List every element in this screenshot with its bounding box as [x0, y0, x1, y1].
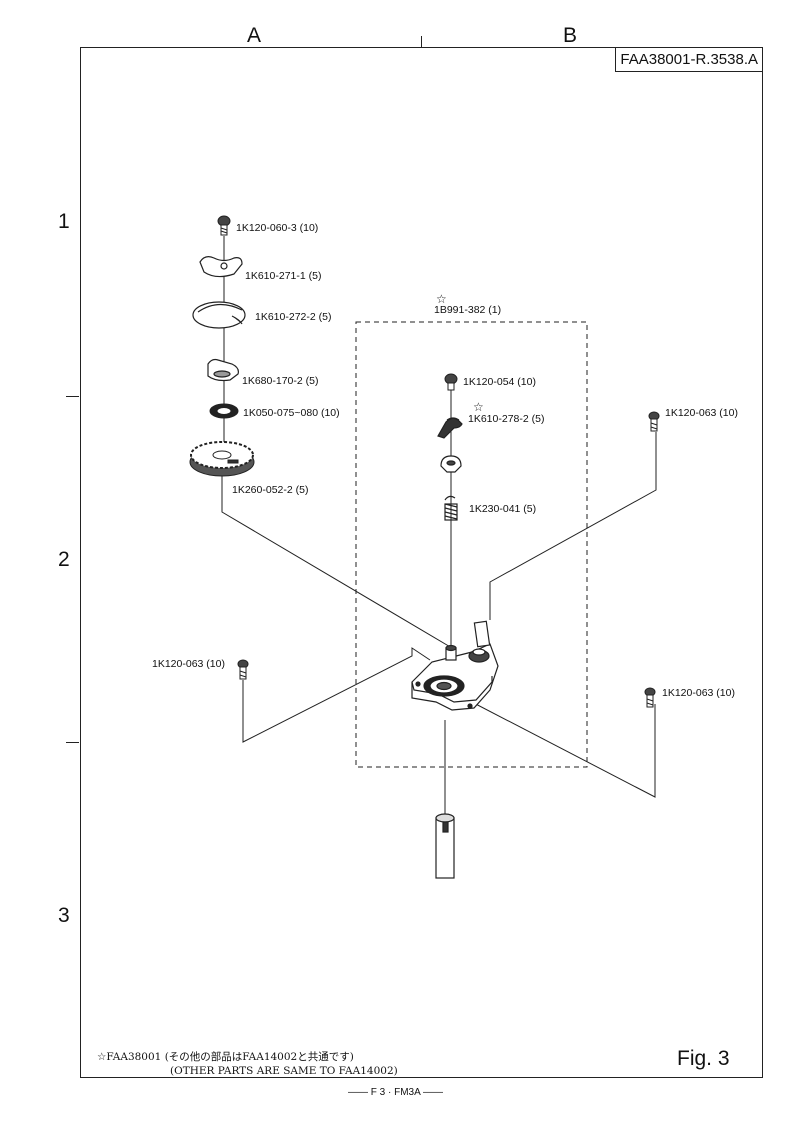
group-fork-icon — [440, 455, 462, 473]
part-label-group-screw: 1K120-054 (10) — [463, 376, 536, 388]
part-label-screw-right-bottom: 1K120-063 (10) — [662, 687, 735, 699]
group-spring-icon — [444, 495, 458, 521]
row-label-1: 1 — [58, 210, 70, 233]
note-line-2: (OTHER PARTS ARE SAME TO FAA14002) — [170, 1065, 398, 1077]
row-divider-tick — [66, 742, 79, 743]
column-label-a: A — [247, 24, 262, 47]
screw-right-bottom-icon — [644, 687, 656, 708]
shaft-icon — [435, 813, 455, 879]
column-label-b: B — [563, 24, 578, 47]
note-line-1: ☆FAA38001 (その他の部品はFAA14002と共通です) — [97, 1051, 354, 1063]
screw-right-top-icon — [648, 411, 660, 432]
gear-icon — [189, 441, 255, 477]
group-label: 1B991-382 (1) — [434, 304, 502, 316]
row-label-2: 2 — [58, 548, 70, 571]
row-divider-tick — [66, 396, 79, 397]
leader-left-screw — [242, 647, 431, 743]
lever-star-icon: ☆ — [473, 400, 484, 414]
figure-label: Fig. 3 — [677, 1047, 730, 1070]
spring-plate-icon — [199, 256, 243, 278]
part-label-group-spring: 1K230-041 (5) — [469, 503, 537, 515]
main-plate-assembly-icon — [411, 620, 499, 711]
screw-left-icon — [237, 659, 249, 680]
washer-icon — [209, 403, 239, 419]
group-lever-icon — [437, 417, 463, 439]
page-footer: —— F 3 · FM3A —— — [347, 1087, 443, 1098]
leader-gear-to-plate — [221, 474, 453, 649]
leader-right-bottom-screw — [467, 699, 656, 798]
cam-holder-icon — [207, 358, 239, 382]
cam-plate-icon — [192, 301, 246, 329]
group-dashed-box — [355, 321, 588, 768]
part-label-group-lever: 1K610-278-2 (5) — [468, 413, 545, 425]
screw-top-icon — [217, 215, 231, 236]
row-label-3: 3 — [58, 904, 70, 927]
part-label-cam-holder: 1K680-170-2 (5) — [242, 375, 319, 387]
part-label-screw-left: 1K120-063 (10) — [152, 658, 225, 670]
column-divider-tick — [421, 36, 422, 48]
group-screw-icon — [444, 373, 458, 391]
diagram-frame: FAA38001-R.3538.A — [80, 47, 763, 1078]
leader-right-top-screw — [489, 432, 657, 620]
part-label-screw-top: 1K120-060-3 (10) — [236, 222, 319, 234]
part-label-screw-right-top: 1K120-063 (10) — [665, 407, 738, 419]
part-label-cam-plate: 1K610-272-2 (5) — [255, 311, 332, 323]
document-id: FAA38001-R.3538.A — [615, 48, 762, 72]
part-label-gear: 1K260-052-2 (5) — [232, 484, 309, 496]
part-label-spring-plate: 1K610-271-1 (5) — [245, 270, 322, 282]
part-label-washer: 1K050-075~080 (10) — [243, 407, 340, 419]
group-star-icon: ☆ — [436, 292, 447, 306]
